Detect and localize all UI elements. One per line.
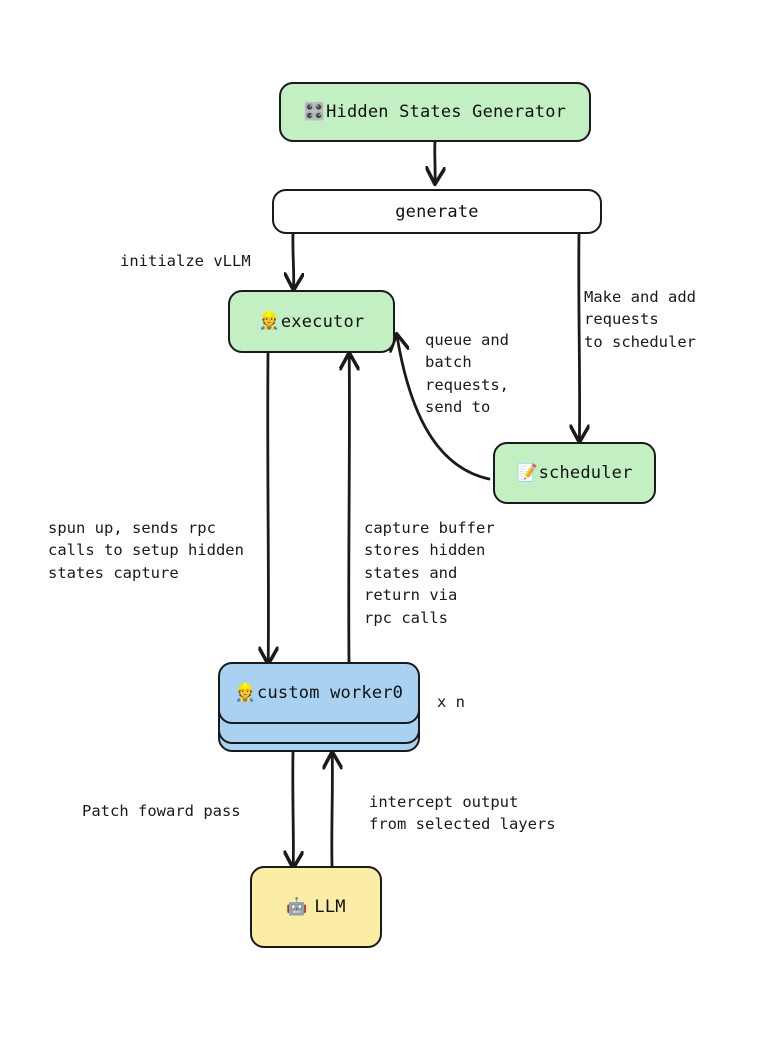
edge-label-patch-forward-pass: Patch foward pass: [82, 802, 241, 820]
edge-label-capture-buffer: capture buffer stores hidden states and …: [364, 519, 495, 627]
worker-multiplier-label: x n: [437, 693, 465, 711]
edge-label-queue-and-batch: queue and batch requests, send to: [425, 331, 509, 417]
node-scheduler[interactable]: 📝 scheduler: [493, 442, 656, 504]
node-label-custom-worker0: custom worker0: [257, 683, 404, 703]
node-label-hidden-states-generator: Hidden States Generator: [326, 102, 567, 122]
node-label-llm: LLM: [314, 897, 346, 917]
node-label-generate: generate: [395, 201, 479, 222]
edge-llm-to-worker: [332, 754, 333, 868]
control-knobs-icon: 🎛️: [303, 101, 326, 122]
node-label-scheduler: scheduler: [538, 463, 633, 483]
edge-generate-to-executor: [293, 231, 294, 288]
node-hidden-states-generator[interactable]: 🎛️ Hidden States Generator: [279, 82, 591, 142]
edge-label-intercept-output: intercept output from selected layers: [369, 793, 556, 834]
edge-generate-to-scheduler: [579, 231, 580, 440]
node-generate[interactable]: generate: [272, 189, 602, 234]
memo-icon: 📝: [516, 462, 538, 483]
robot-icon: 🤖: [286, 896, 308, 917]
edge-label-spun-up-rpc: spun up, sends rpc calls to setup hidden…: [48, 519, 244, 582]
edge-label-initialize-vllm: initialze vLLM: [120, 252, 251, 270]
node-label-executor: executor: [280, 311, 365, 332]
node-executor[interactable]: 👷 executor: [228, 290, 395, 353]
construction-worker-icon: 👷: [258, 311, 280, 331]
construction-worker-icon: 👷: [234, 682, 257, 703]
node-custom-worker0[interactable]: 👷 custom worker0: [218, 662, 420, 724]
edge-worker-to-executor: [349, 355, 350, 664]
edge-executor-to-worker: [268, 351, 269, 662]
edge-worker-to-llm: [293, 750, 294, 866]
node-llm[interactable]: 🤖 LLM: [250, 866, 382, 948]
edge-label-make-and-add-requests: Make and add requests to scheduler: [584, 288, 696, 351]
